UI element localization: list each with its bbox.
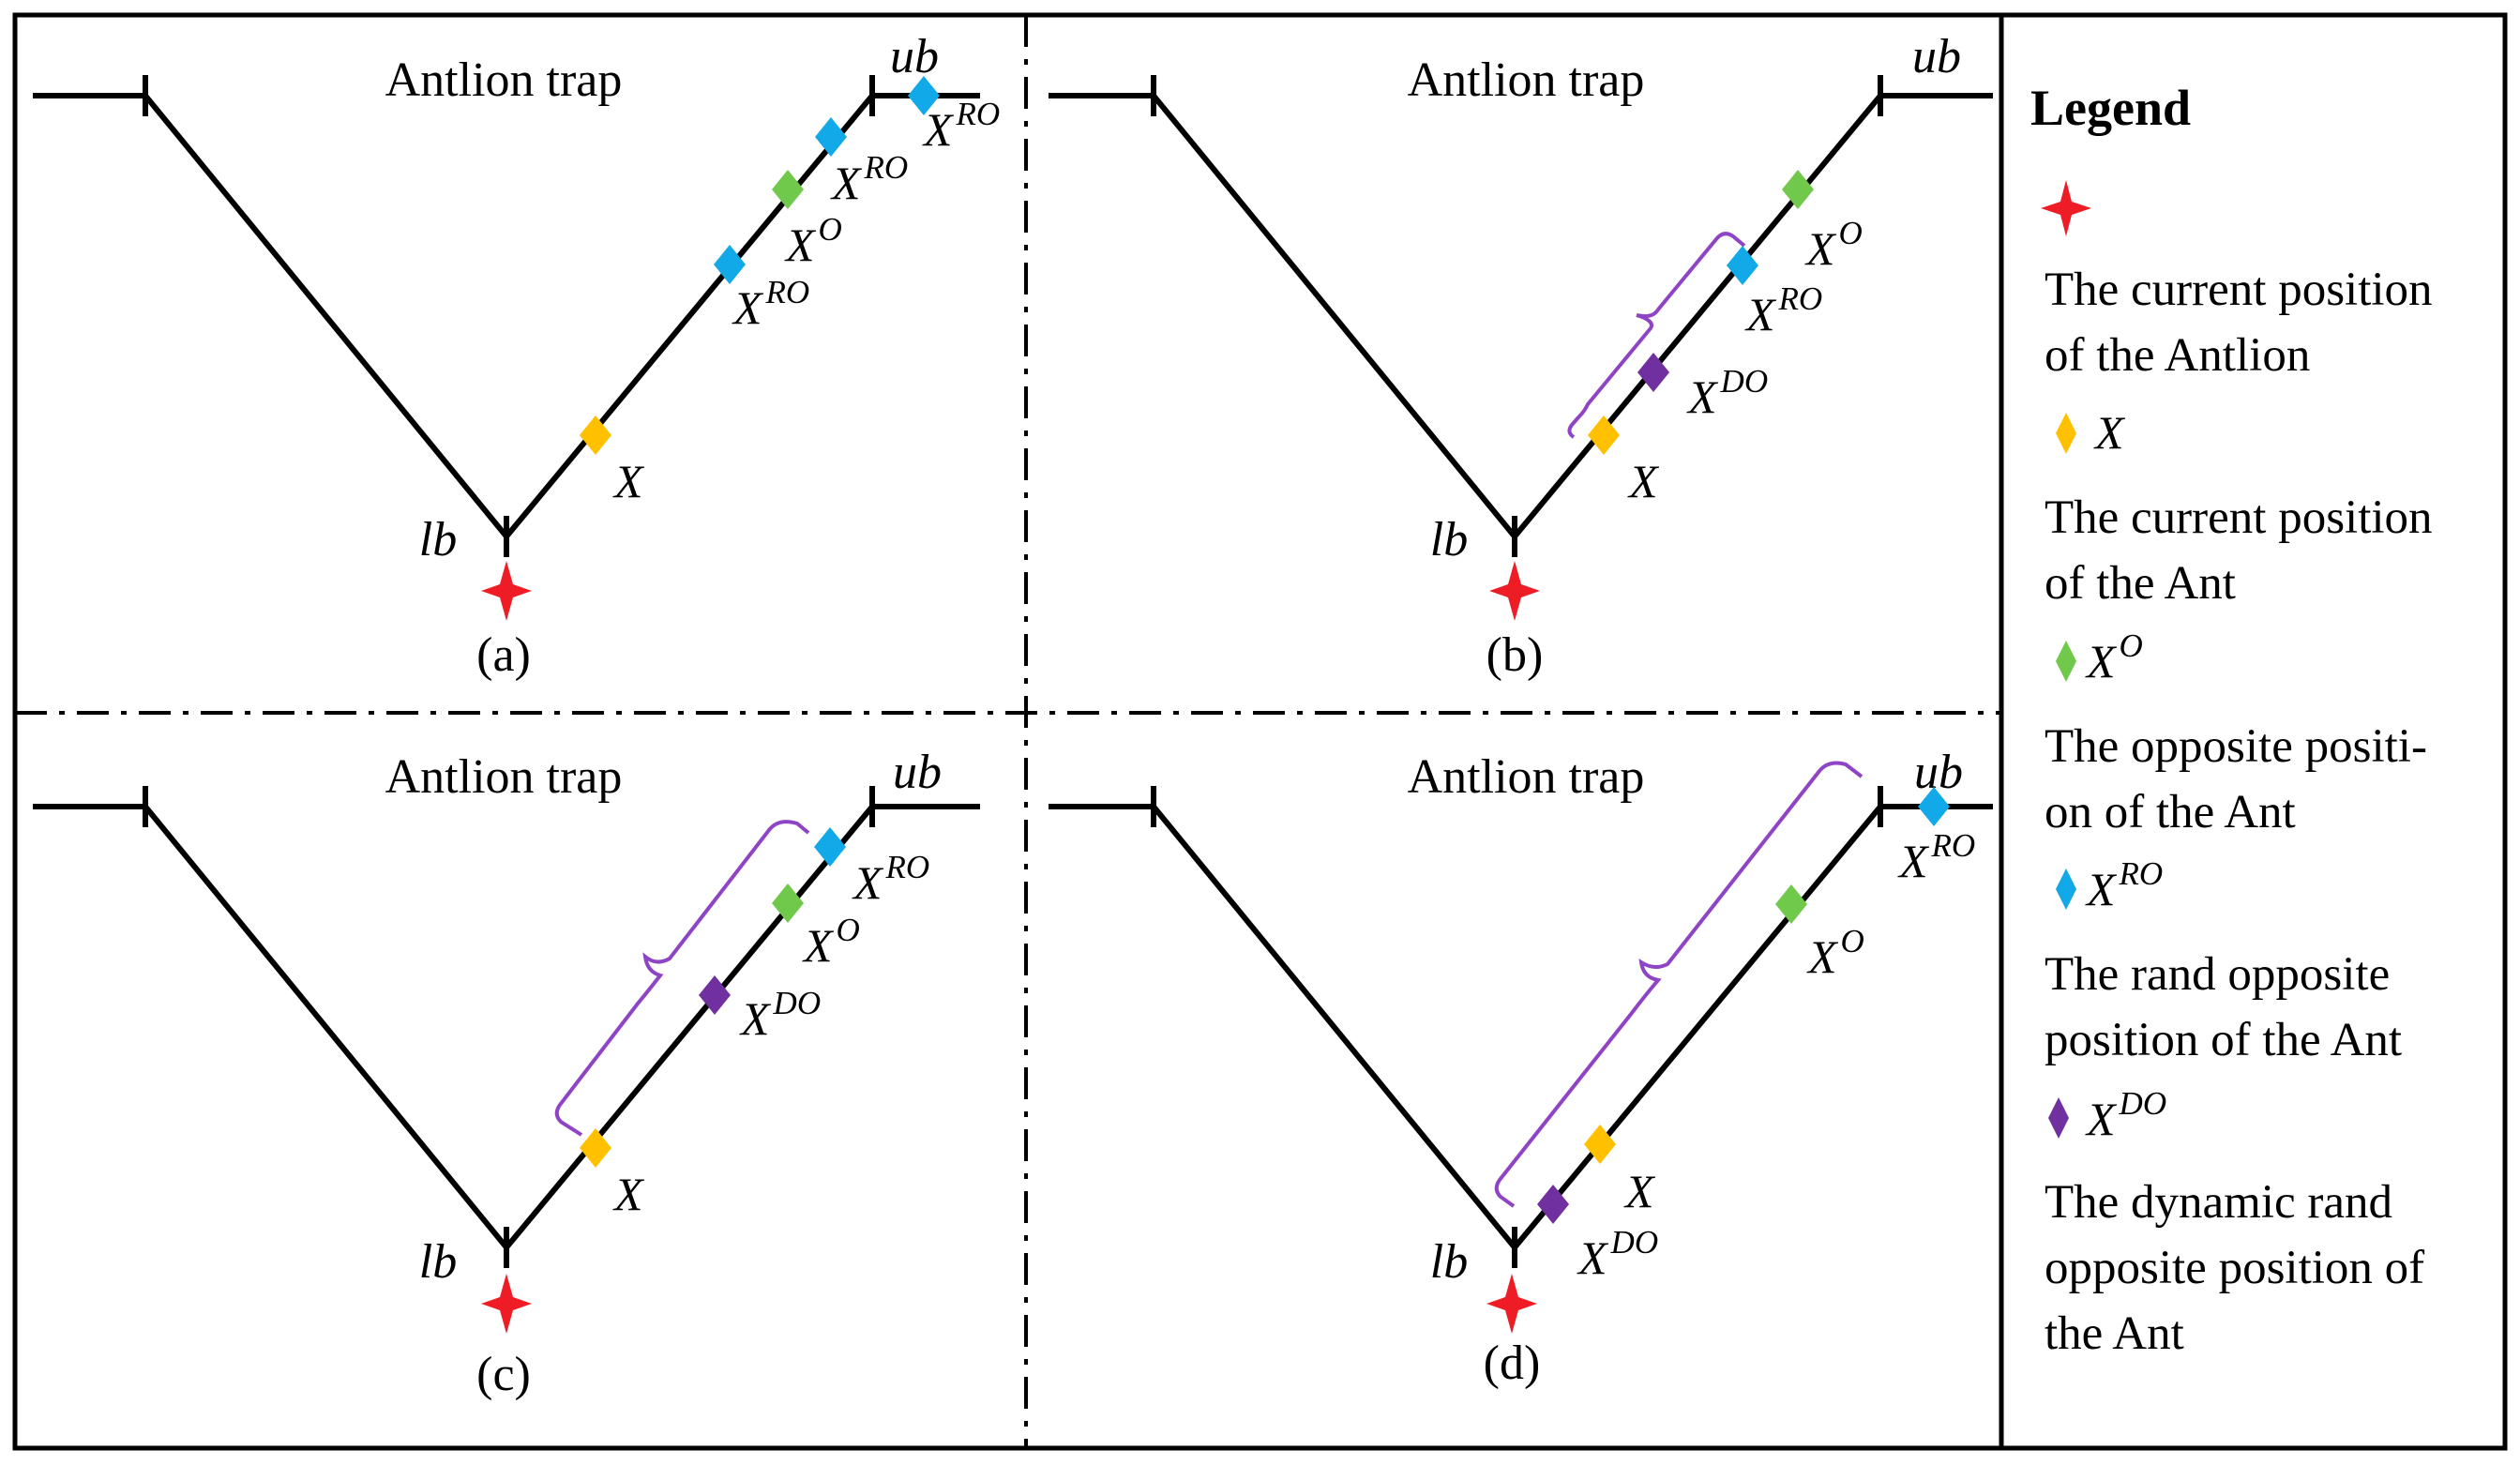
- rand-opposite-diamond-icon: [814, 827, 846, 867]
- range-brace: [554, 820, 810, 1137]
- panel-title: Antlion trap: [1408, 750, 1645, 804]
- legend-text-line: of the Ant: [2045, 557, 2236, 610]
- opposite-diamond-icon: [1775, 884, 1807, 924]
- ant-diamond-icon: [580, 415, 611, 455]
- legend-symbol: X: [2093, 406, 2126, 459]
- legend-text-line: The current position: [2045, 491, 2433, 544]
- trap-outline: [1049, 93, 1993, 541]
- marker-label: X: [612, 455, 645, 507]
- panel-title: Antlion trap: [385, 53, 623, 107]
- upper-bound-label: ub: [890, 30, 939, 83]
- figure-border: [12, 12, 2508, 1451]
- trap-outline: [33, 804, 980, 1252]
- panel-caption: (b): [1486, 628, 1544, 682]
- legend-heading: Legend: [2030, 80, 2191, 136]
- trap-outline: [1049, 804, 1993, 1252]
- legend-text-line: of the Antlion: [2045, 329, 2310, 382]
- antlion-star-icon: [481, 561, 532, 621]
- panel-caption: (d): [1484, 1337, 1541, 1390]
- lower-bound-label: lb: [419, 1235, 457, 1289]
- legend-text-line: the Ant: [2045, 1307, 2184, 1360]
- opposite-diamond-icon: [772, 884, 804, 923]
- rand-opposite-diamond-icon: [1918, 787, 1950, 826]
- legend-text-line: The rand opposite: [2045, 948, 2390, 1001]
- range-brace: [1494, 761, 1864, 1208]
- legend-text-line: opposite position of: [2045, 1242, 2424, 1294]
- ant-diamond-icon: [580, 1128, 611, 1168]
- range-brace: [1567, 232, 1746, 439]
- upper-bound-label: ub: [1912, 30, 1961, 83]
- antlion-star-icon: [2041, 180, 2091, 236]
- legend-text-line: The dynamic rand: [2045, 1176, 2392, 1229]
- legend-text-line: The current position: [2045, 264, 2433, 316]
- dynamic-rand-opposite-diamond-icon: [1637, 353, 1669, 392]
- lower-bound-label: lb: [419, 513, 457, 566]
- marker-label: X: [612, 1168, 645, 1220]
- marker-label: X: [1623, 1165, 1656, 1217]
- antlion-star-icon: [1489, 561, 1540, 621]
- legend-text-line: position of the Ant: [2045, 1014, 2402, 1066]
- lower-bound-label: lb: [1430, 1235, 1468, 1289]
- ant-diamond-icon: [2056, 413, 2076, 454]
- antlion-star-icon: [1486, 1274, 1537, 1334]
- panel-title: Antlion trap: [1408, 53, 1645, 107]
- rand-opposite-diamond-icon: [714, 245, 746, 284]
- rand-opposite-diamond-icon: [908, 76, 940, 115]
- dynamic-rand-opposite-diamond-icon: [2048, 1097, 2069, 1139]
- legend-text-line: The opposite positi-: [2045, 720, 2427, 773]
- ant-diamond-icon: [1584, 1125, 1616, 1164]
- opposite-diamond-icon: [2056, 641, 2076, 682]
- marker-label: X: [1627, 455, 1660, 507]
- dynamic-rand-opposite-diamond-icon: [1537, 1185, 1569, 1224]
- upper-bound-label: ub: [1914, 746, 1963, 799]
- legend-text-line: on of the Ant: [2045, 786, 2296, 838]
- upper-bound-label: ub: [893, 746, 942, 799]
- rand-opposite-diamond-icon: [815, 117, 847, 157]
- lower-bound-label: lb: [1430, 513, 1468, 566]
- legend: Legend The current position of the Antli…: [2030, 80, 2433, 1360]
- panel-caption: (a): [476, 628, 531, 682]
- rand-opposite-diamond-icon: [1727, 246, 1758, 285]
- antlion-star-icon: [481, 1274, 532, 1334]
- opposite-diamond-icon: [772, 170, 804, 209]
- ant-diamond-icon: [1588, 415, 1620, 455]
- rand-opposite-diamond-icon: [2056, 868, 2076, 910]
- panel-caption: (c): [476, 1348, 531, 1401]
- dynamic-rand-opposite-diamond-icon: [699, 975, 731, 1015]
- opposite-diamond-icon: [1782, 170, 1814, 209]
- panel-title: Antlion trap: [385, 750, 623, 804]
